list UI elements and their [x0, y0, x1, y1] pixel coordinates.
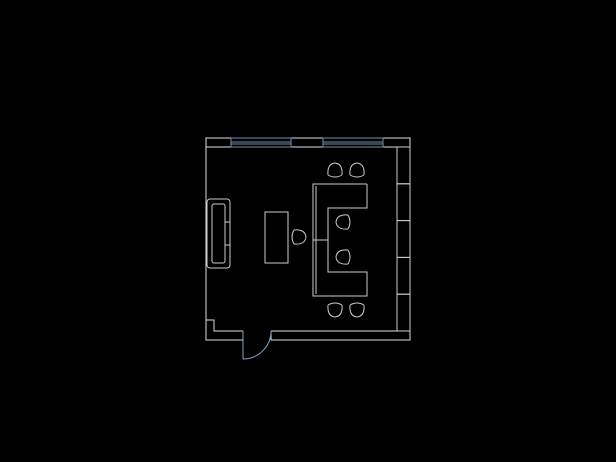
chair	[327, 302, 343, 318]
chair-seat	[349, 162, 365, 176]
wall-cabinet	[396, 256, 411, 295]
walls	[205, 137, 411, 341]
sofa-frame	[206, 198, 231, 269]
chair-back	[347, 249, 351, 265]
conference-table	[312, 183, 368, 297]
door-swing-arc	[242, 330, 272, 360]
chair	[335, 214, 351, 230]
chair-back	[291, 229, 295, 245]
inner-wall	[206, 319, 243, 332]
wall-cabinet	[396, 146, 411, 185]
coffee-table	[264, 211, 289, 264]
door	[242, 330, 272, 360]
conference-table-outline	[312, 183, 368, 297]
chairs	[291, 162, 365, 318]
chair	[349, 162, 365, 178]
wall-cabinets	[396, 146, 411, 332]
chair-back	[349, 174, 365, 178]
chair	[327, 162, 343, 178]
chair	[349, 302, 365, 318]
chair-seat	[349, 304, 365, 318]
windows	[230, 137, 384, 148]
chair-back	[327, 174, 343, 178]
wall-cabinet	[396, 293, 411, 332]
chair	[335, 249, 351, 265]
wall-cabinet	[396, 183, 411, 222]
chair-back	[349, 302, 365, 306]
outer-wall	[205, 137, 411, 341]
chair-seat	[335, 214, 349, 230]
chair-seat	[327, 304, 343, 318]
chair-seat	[293, 229, 307, 245]
chair-seat	[327, 162, 343, 176]
wall-cabinet	[396, 220, 411, 258]
sofa-seat	[211, 203, 226, 264]
chair-seat	[335, 249, 349, 265]
chair	[291, 229, 307, 245]
chair-back	[327, 302, 343, 306]
chair-back	[347, 214, 351, 230]
sofa	[206, 198, 231, 269]
inner-wall-left-bottom	[206, 319, 243, 332]
